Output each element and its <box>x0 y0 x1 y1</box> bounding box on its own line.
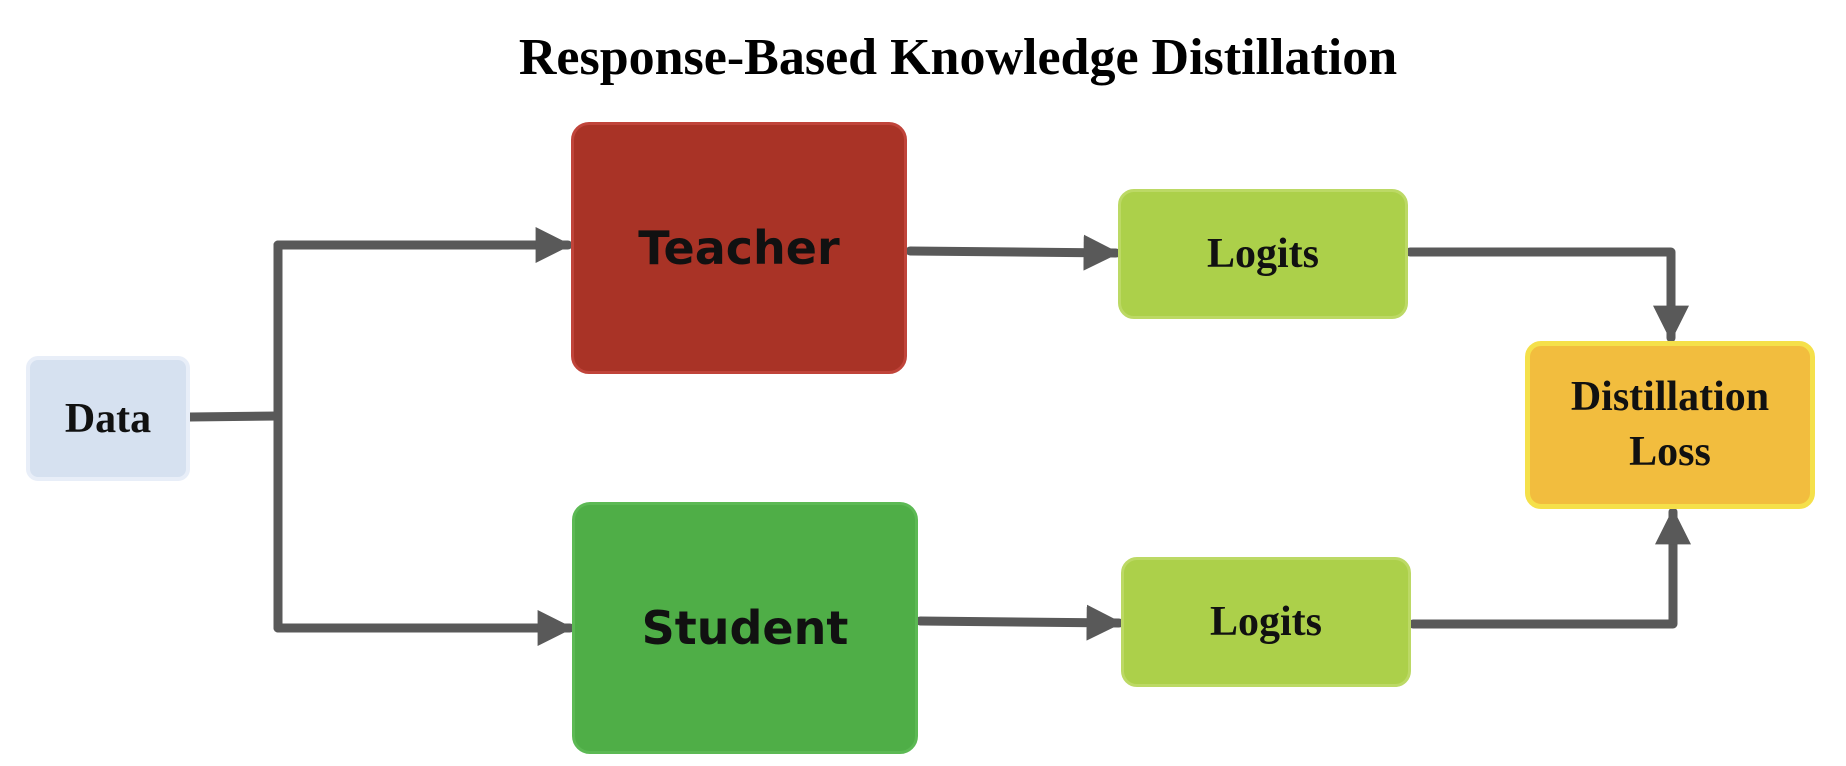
diagram-title: Response-Based Knowledge Distillation <box>518 29 1398 86</box>
student-node: Student <box>572 502 918 754</box>
edge-teacher-to-logits <box>905 234 1121 271</box>
teacher-logits-node: Logits <box>1118 189 1408 319</box>
edge-logits-to-loss-top <box>1405 247 1689 343</box>
data-node: Data <box>26 356 190 481</box>
student-logits-node: Logits <box>1121 557 1411 687</box>
edge-data-to-trunk <box>185 411 283 422</box>
edge-student-to-logits <box>915 604 1124 641</box>
teacher-node: Teacher <box>571 122 907 374</box>
distillation-loss-node: Distillation Loss <box>1525 341 1815 509</box>
edge-logits-to-loss-bottom <box>1408 507 1691 629</box>
